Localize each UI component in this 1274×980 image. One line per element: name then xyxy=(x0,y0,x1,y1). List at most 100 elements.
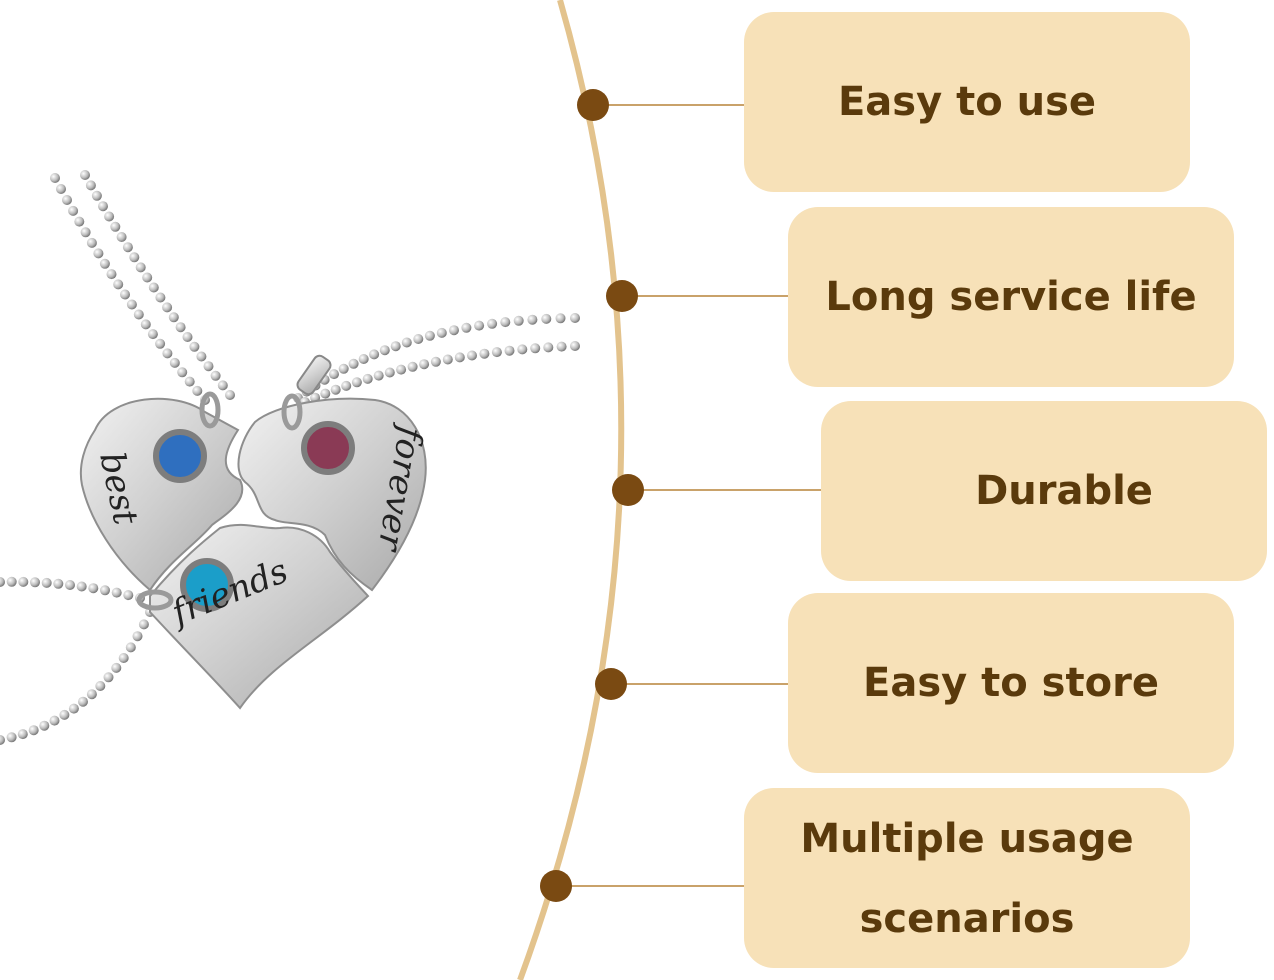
chain-bead xyxy=(369,349,380,360)
chain-bead xyxy=(189,341,200,352)
chain-bead xyxy=(113,279,124,290)
chain-bead xyxy=(461,322,472,333)
chain-bead xyxy=(28,725,39,736)
chain-bead xyxy=(93,248,104,259)
chain-bead xyxy=(203,361,214,372)
timeline-dot-4 xyxy=(595,668,627,700)
chain-bead xyxy=(358,354,369,364)
chain-bead xyxy=(50,173,60,183)
chain-bead xyxy=(543,342,554,353)
chain-bead xyxy=(192,385,203,396)
chain-bead xyxy=(329,369,339,380)
chain-bead xyxy=(68,205,79,216)
chain-bead xyxy=(118,653,129,663)
chain-bead xyxy=(570,313,580,323)
chain-bead xyxy=(351,377,362,388)
chain-bead xyxy=(467,350,477,361)
feature-label: Multiple usage scenarios xyxy=(800,799,1133,959)
feature-label-line1: Multiple usage xyxy=(800,816,1134,862)
chain-bead xyxy=(500,317,511,328)
feature-long-service-life: Long service life xyxy=(788,207,1234,387)
chain-bead xyxy=(142,272,153,283)
chain-bead xyxy=(436,327,447,338)
chain-bead xyxy=(320,388,331,399)
chain-bead xyxy=(123,590,134,601)
chain-bead xyxy=(182,332,193,342)
chain-bead xyxy=(6,576,17,587)
chain-bead xyxy=(362,373,373,384)
chain-bead xyxy=(479,348,490,359)
chain-bead xyxy=(86,237,97,248)
chain-bead xyxy=(162,348,173,359)
chain-bead xyxy=(384,367,395,378)
necklace-image: best friends forever xyxy=(0,170,580,745)
chain-bead xyxy=(401,337,412,348)
chain-bead xyxy=(390,341,401,352)
feature-multiple-usage-scenarios: Multiple usage scenarios xyxy=(744,788,1190,968)
chain-bead xyxy=(424,330,435,341)
chain-bead xyxy=(53,578,64,589)
chain-bead xyxy=(430,356,441,367)
chain-bead xyxy=(80,170,90,180)
chain-bead xyxy=(110,221,121,232)
chain-bead xyxy=(419,359,430,370)
timeline-dot-5 xyxy=(540,870,572,902)
chain-bead xyxy=(147,329,158,340)
chain-bead xyxy=(155,292,166,303)
chain-bead xyxy=(41,577,52,588)
chain-bead xyxy=(100,585,110,596)
chain-bead xyxy=(106,269,117,280)
chain-bead xyxy=(348,358,359,369)
chain-bead xyxy=(76,581,87,592)
chain-bead xyxy=(449,325,459,336)
chain-bead xyxy=(225,390,235,400)
chain-bead xyxy=(132,631,143,642)
chain-bead xyxy=(59,709,70,720)
chain-bead xyxy=(120,289,130,300)
chain-bead xyxy=(169,357,180,368)
chain-bead xyxy=(210,370,221,381)
blue-gem xyxy=(153,429,207,483)
pink-gem xyxy=(301,421,355,475)
feature-label: Easy to use xyxy=(837,79,1097,125)
timeline-dot-1 xyxy=(577,89,609,121)
timeline-arc xyxy=(517,0,625,980)
chain-bead xyxy=(175,322,186,333)
chain-bead xyxy=(125,642,136,653)
chain-bead xyxy=(0,577,5,587)
heart-pendant xyxy=(79,397,427,710)
chain-bead xyxy=(491,347,502,358)
chain-bead xyxy=(517,344,528,355)
chain-bead xyxy=(111,662,122,673)
chain-bead xyxy=(513,315,524,326)
feature-easy-to-store: Easy to store xyxy=(788,593,1234,773)
chain-bead xyxy=(135,262,146,273)
chain-bead xyxy=(0,735,5,745)
feature-durable: Durable xyxy=(821,401,1267,581)
chain-bead xyxy=(373,370,384,381)
heart-piece-forever xyxy=(237,397,427,592)
chain-bead xyxy=(138,619,149,630)
chain-bead xyxy=(413,334,424,344)
chain-bead xyxy=(62,195,72,205)
chain-bead xyxy=(116,232,127,242)
chain-bead xyxy=(177,367,188,378)
timeline-dot-2 xyxy=(606,280,638,312)
timeline-markers xyxy=(540,89,821,902)
chain-bead xyxy=(98,201,108,212)
chain-bead xyxy=(85,180,96,191)
chain-bead xyxy=(88,583,99,594)
chain-bead xyxy=(556,341,567,352)
chain-bead xyxy=(91,190,102,201)
chain-bead xyxy=(341,380,352,391)
chain-bead xyxy=(541,313,552,324)
chain-bead xyxy=(99,258,110,269)
chain-bead xyxy=(133,309,144,320)
ball-chains xyxy=(0,170,580,745)
chain-bead xyxy=(184,376,195,387)
jump-rings xyxy=(136,391,303,611)
chain-bead xyxy=(155,338,166,349)
feature-label: Long service life xyxy=(825,274,1197,320)
chain-bead xyxy=(487,318,498,329)
